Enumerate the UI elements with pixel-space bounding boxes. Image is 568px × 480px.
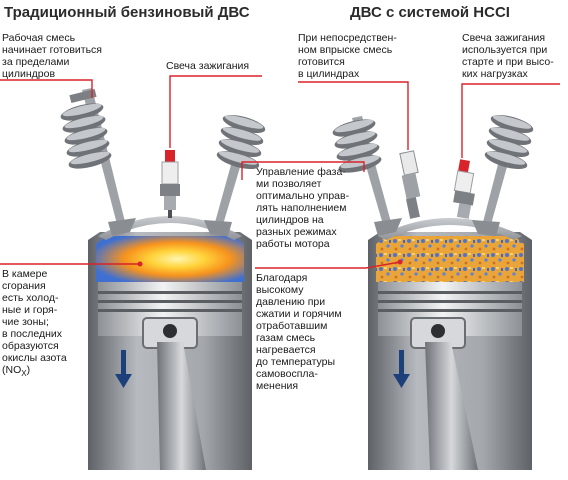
label-line: старте и при высо- <box>462 56 554 68</box>
intake-valve-left <box>60 88 136 236</box>
right-engine <box>332 114 534 470</box>
label-line: готовится <box>298 56 345 68</box>
label-line: Благодаря <box>256 272 308 284</box>
label-line: сгорания <box>2 280 46 292</box>
label-line: Свеча зажигания <box>166 60 250 72</box>
label-line: за пределами <box>2 56 70 68</box>
piston-pin <box>163 324 177 338</box>
label-line: Управление фаза- <box>256 166 346 178</box>
label-line: Рабочая смесь <box>2 32 76 44</box>
spark-plug-left <box>160 150 180 218</box>
callout-line-spark-left <box>169 75 262 148</box>
exhaust-valve-right <box>472 114 534 236</box>
label-line: самовоспла- <box>256 368 318 380</box>
callout-line-spark-right <box>461 83 560 158</box>
label-line: ких нагрузках <box>462 68 528 80</box>
label-line: в последних <box>2 328 63 340</box>
title-hcci-engine: ДВС с системой HCCI <box>350 4 510 21</box>
label-line: В камере <box>2 268 48 280</box>
label-line: нагревается <box>256 344 316 356</box>
connecting-rod <box>425 342 478 470</box>
spark-plug-right <box>453 159 475 219</box>
label-line: чие зоны; <box>2 316 49 328</box>
intake-valve-right <box>332 116 402 236</box>
label-line: ном впрыске смесь <box>298 44 393 56</box>
label-line: в цилиндрах <box>298 68 360 80</box>
label-spark-plug-left: Свеча зажигания <box>166 60 249 72</box>
piston-pin <box>431 324 445 338</box>
label-line: начинает готовиться <box>2 44 102 56</box>
label-line: высокому <box>256 284 304 296</box>
combustion-chamber-hcci <box>376 236 524 282</box>
label-line: газам смесь <box>256 332 316 344</box>
label-line: окислы азота <box>2 352 67 364</box>
callout-line-mixture <box>0 79 93 98</box>
label-line: образуются <box>2 340 59 352</box>
label-line: сжатии и горячим <box>256 308 342 320</box>
label-line: оптимально управ- <box>256 190 350 202</box>
callout-line-injector <box>298 81 409 150</box>
left-engine <box>60 88 266 470</box>
piston-direction-arrow <box>393 350 410 388</box>
callout-lines <box>0 75 560 269</box>
title-traditional-engine: Традиционный бензиновый ДВС <box>4 4 250 21</box>
label-line: Свеча зажигания <box>462 32 546 44</box>
label-line: есть холод- <box>2 292 59 304</box>
label-line: ные и горя- <box>2 304 58 316</box>
fuel-injector <box>399 150 421 219</box>
nox-formula: (NOX) <box>2 364 31 379</box>
label-line: При непосредствен- <box>298 32 397 44</box>
label-line: используется при <box>462 44 548 56</box>
label-line: цилиндров на <box>256 214 324 226</box>
label-line: лять наполнением <box>256 202 347 214</box>
exhaust-valve-left <box>204 114 266 236</box>
piston-direction-arrow <box>115 350 132 388</box>
combustion-chamber-hot-cold <box>96 236 244 282</box>
label-line: отработавшим <box>256 320 328 332</box>
callout-line-phase-right <box>255 161 365 172</box>
callout-line-phase <box>241 161 255 180</box>
label-line: менения <box>256 380 299 392</box>
label-line: разных режимах <box>256 226 337 238</box>
label-line: ми позволяет <box>256 178 322 190</box>
connecting-rod <box>157 342 206 470</box>
label-line: работы мотора <box>256 238 330 250</box>
callout-line-compression <box>255 261 401 269</box>
label-line: цилиндров <box>2 68 56 80</box>
label-line: до температуры <box>256 356 336 368</box>
label-line: давлению при <box>256 296 326 308</box>
